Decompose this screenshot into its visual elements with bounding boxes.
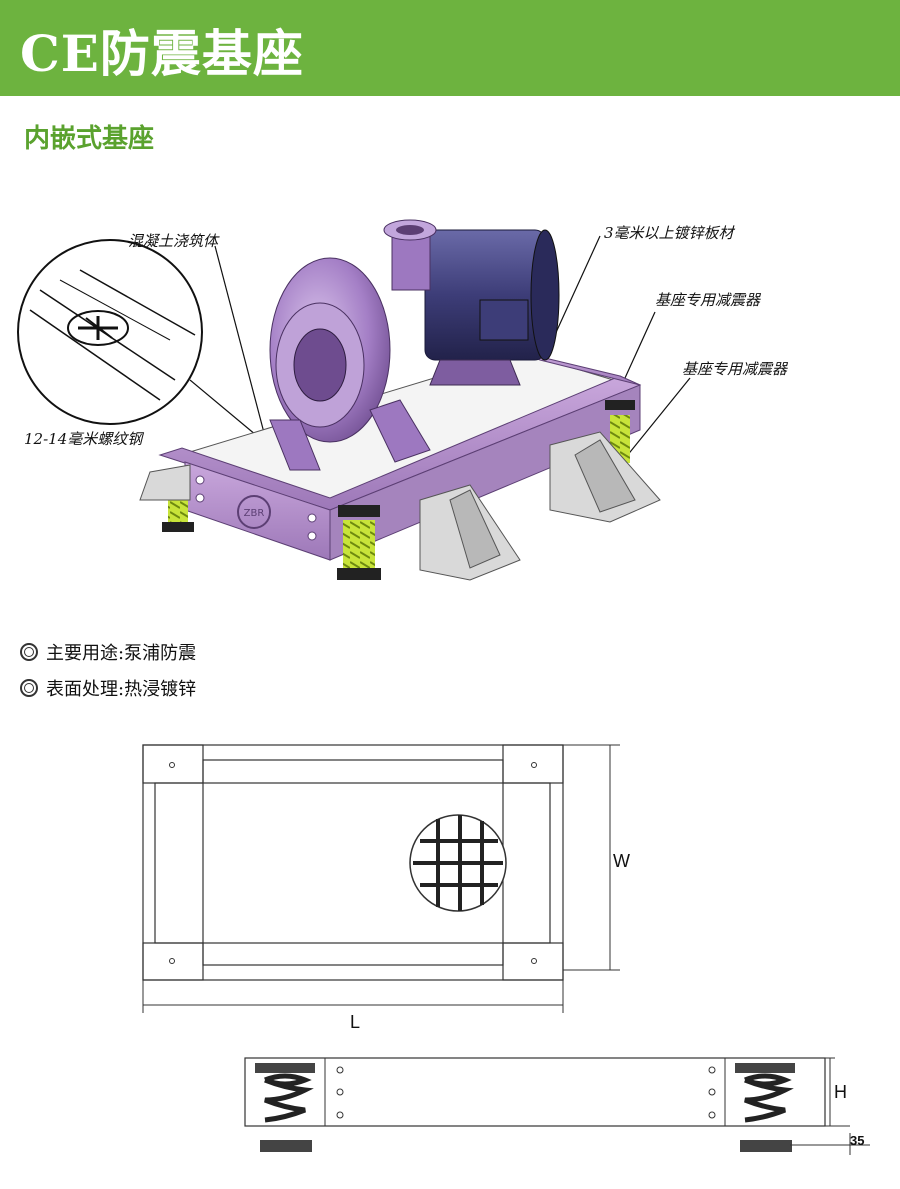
spring-isolator-front: [337, 505, 381, 580]
dimension-clearance: 35: [850, 1133, 864, 1148]
spec-list: 主要用途:泵浦防震 表面处理:热浸镀锌: [20, 634, 196, 706]
callout-concrete: 混凝土浇筑体: [128, 232, 219, 250]
rebar-grid-detail: [409, 814, 507, 912]
double-circle-icon: [20, 679, 38, 697]
side-spring-left: [255, 1063, 315, 1152]
side-view-drawing: H 35: [230, 1045, 880, 1185]
callout-isolator-2: 基座专用减震器: [682, 360, 788, 378]
spec-item-finish: 表面处理:热浸镀锌: [20, 670, 196, 706]
plan-view-drawing: W L: [110, 735, 650, 1035]
side-spring-right: [735, 1063, 795, 1152]
spec-label: 主要用途:泵浦防震: [46, 643, 197, 664]
mounting-bracket-1: [139, 464, 191, 501]
pump-base-illustration: ZBR: [0, 200, 900, 610]
callout-isolator-1: 基座专用减震器: [655, 291, 761, 309]
page-title: CE防震基座: [20, 24, 304, 83]
dimension-w: W: [613, 851, 630, 871]
pump: [269, 219, 437, 471]
mounting-bracket-2: [419, 484, 521, 581]
mounting-bracket-3: [549, 431, 661, 523]
spec-item-usage: 主要用途:泵浦防震: [20, 634, 196, 670]
callout-rebar: 12-14毫米螺纹钢: [24, 430, 143, 448]
dimension-h: H: [834, 1082, 847, 1102]
callout-plate: 3毫米以上镀锌板材: [604, 224, 734, 242]
dimension-l: L: [350, 1012, 360, 1032]
motor: [424, 229, 560, 386]
section-subtitle: 内嵌式基座: [24, 124, 155, 154]
double-circle-icon: [20, 643, 38, 661]
header-bar: CE防震基座: [0, 0, 900, 96]
rebar-detail-circle: [17, 239, 203, 425]
pump-base-drawing: ZBR: [17, 219, 691, 581]
spec-label: 表面处理:热浸镀锌: [46, 679, 197, 700]
base-logo: ZBR: [244, 508, 265, 519]
base-logo-icon: [237, 495, 271, 529]
